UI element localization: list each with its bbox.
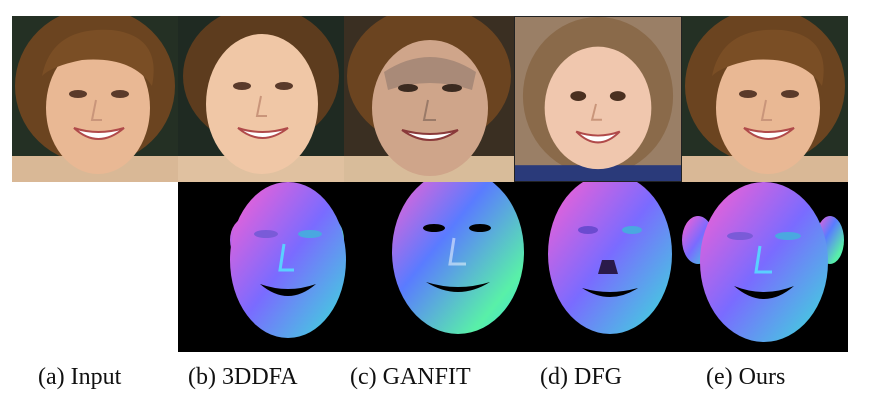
caption-dfg: (d) DFG xyxy=(540,364,622,390)
normal-map-ours xyxy=(682,182,844,342)
face-photo-child xyxy=(515,17,681,181)
face-photo-woman-ours xyxy=(682,16,848,182)
photo-ganfit xyxy=(344,16,514,182)
caption-ganfit: (c) GANFIT xyxy=(350,364,471,390)
normal-map-dfg xyxy=(548,182,672,334)
face-photo-textured-render xyxy=(344,16,514,182)
face-photo-reconstruction xyxy=(178,16,344,182)
photo-ours xyxy=(682,16,848,182)
normal-map-ganfit xyxy=(392,182,524,334)
normal-map-3ddfa xyxy=(230,182,346,338)
caption-3ddfa: (b) 3DDFA xyxy=(188,364,298,390)
photo-3ddfa xyxy=(178,16,344,182)
normal-maps-row xyxy=(178,182,848,352)
photo-dfg xyxy=(514,16,682,182)
photo-input xyxy=(12,16,178,182)
caption-input: (a) Input xyxy=(38,364,122,390)
caption-ours: (e) Ours xyxy=(706,364,786,390)
face-photo-woman xyxy=(12,16,178,182)
